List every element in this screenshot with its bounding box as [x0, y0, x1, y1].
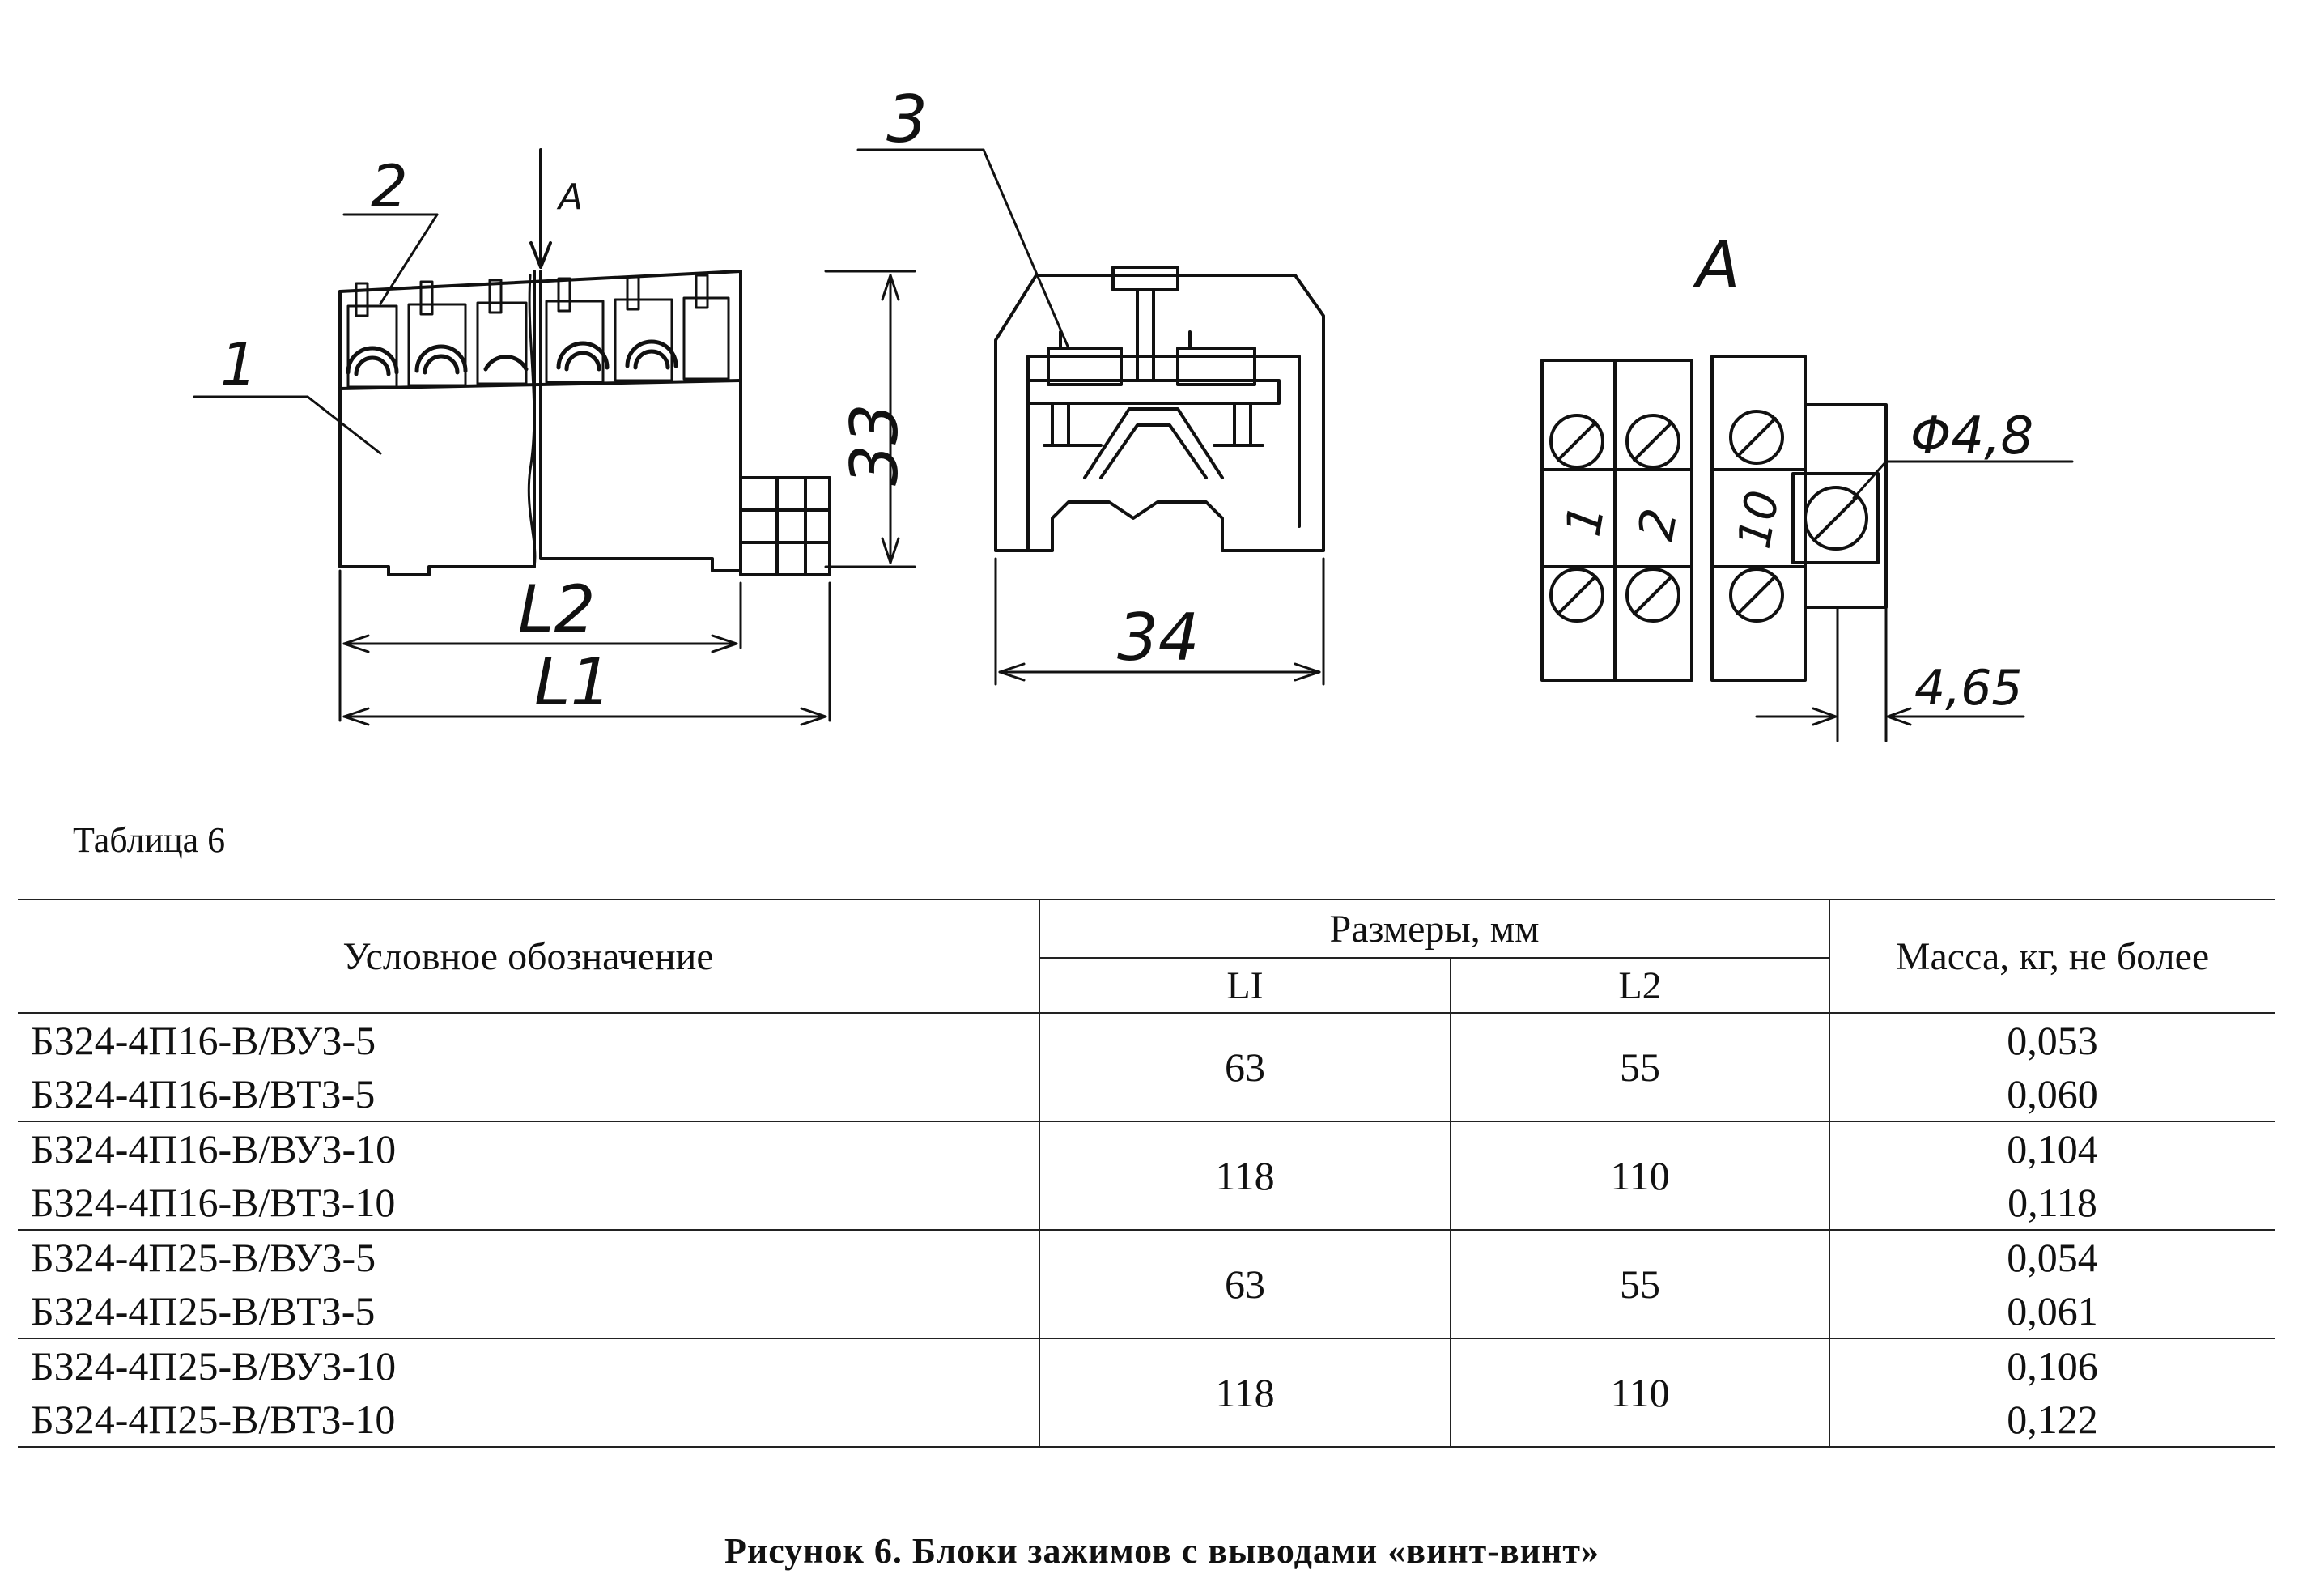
mass-value: 0,060: [2007, 1071, 2098, 1117]
callout-1-label: 1: [220, 330, 257, 398]
view-a-label: A: [1692, 228, 1740, 303]
technical-drawing: 1 2 3 A A 33 L2 L1 34 Φ4,8 4,65 1 2 10: [193, 82, 2074, 742]
side-view: [856, 148, 1325, 686]
terminal-number-10: 10: [1728, 487, 1790, 552]
mass-value: 0,106: [2007, 1343, 2098, 1389]
designation-text: БЗ24-4П16-В/ВУЗ-5: [31, 1018, 376, 1063]
designation-text: БЗ24-4П16-В/ВТЗ-5: [31, 1071, 376, 1117]
terminal-number-1: 1: [1555, 500, 1617, 541]
mass-cell: 0,054 0,061: [1829, 1229, 2275, 1339]
header-l2: L2: [1450, 957, 1829, 1014]
l2-cell: 110: [1450, 1338, 1830, 1448]
terminal-compartments: [346, 274, 730, 389]
header-l1: LI: [1039, 957, 1451, 1014]
l2-cell: 110: [1450, 1121, 1830, 1231]
dimension-hole-label: Φ4,8: [1910, 406, 2033, 466]
table-caption: Таблица 6: [73, 820, 226, 860]
header-designation: Условное обозначение: [18, 899, 1040, 1014]
designation-cell: БЗ24-4П16-В/ВУЗ-5 БЗ24-4П16-В/ВТЗ-5: [18, 1012, 1040, 1122]
designation-cell: БЗ24-4П16-В/ВУЗ-10 БЗ24-4П16-В/ВТЗ-10: [18, 1121, 1040, 1231]
front-view: [193, 148, 916, 726]
terminal-number-2: 2: [1628, 504, 1689, 545]
table-row: БЗ24-4П16-В/ВУЗ-5 БЗ24-4П16-В/ВТЗ-5 63 5…: [18, 1012, 2275, 1122]
dimension-width-label: 34: [1117, 600, 1200, 675]
mass-value: 0,104: [2007, 1126, 2098, 1172]
mass-value: 0,054: [2007, 1235, 2098, 1280]
dimension-l1-label: L1: [534, 644, 611, 720]
table-row: БЗ24-4П16-В/ВУЗ-10 БЗ24-4П16-В/ВТЗ-10 11…: [18, 1121, 2275, 1231]
view-a: [1540, 355, 2074, 742]
mass-value: 0,118: [2007, 1180, 2097, 1225]
l1-cell: 63: [1039, 1012, 1451, 1122]
designation-text: БЗ24-4П25-В/ВТЗ-10: [31, 1397, 396, 1442]
figure-caption: Рисунок 6. Блоки зажимов с выводами «вин…: [724, 1531, 1600, 1571]
designation-cell: БЗ24-4П25-В/ВУЗ-5 БЗ24-4П25-В/ВТЗ-5: [18, 1229, 1040, 1339]
designation-cell: БЗ24-4П25-В/ВУЗ-10 БЗ24-4П25-В/ВТЗ-10: [18, 1338, 1040, 1448]
mass-value: 0,061: [2007, 1288, 2098, 1334]
table-row: БЗ24-4П25-В/ВУЗ-5 БЗ24-4П25-В/ВТЗ-5 63 5…: [18, 1229, 2275, 1339]
dimension-offset-label: 4,65: [1914, 660, 2023, 717]
l2-cell: 55: [1450, 1229, 1830, 1339]
callout-2-label: 2: [371, 152, 408, 220]
screw-heads-front: [346, 339, 678, 376]
l1-cell: 118: [1039, 1121, 1451, 1231]
mass-value: 0,053: [2007, 1018, 2098, 1063]
designation-text: БЗ24-4П25-В/ВУЗ-10: [31, 1343, 397, 1389]
designation-text: БЗ24-4П16-В/ВУЗ-10: [31, 1126, 397, 1172]
l1-cell: 118: [1039, 1338, 1451, 1448]
header-mass: Масса, кг, не более: [1829, 899, 2275, 1014]
table-row: БЗ24-4П25-В/ВУЗ-10 БЗ24-4П25-В/ВТЗ-10 11…: [18, 1338, 2275, 1448]
dimension-l2-label: L2: [518, 572, 595, 647]
dimension-height-label: 33: [837, 403, 912, 486]
designation-text: БЗ24-4П16-В/ВТЗ-10: [31, 1180, 396, 1225]
screw-heads-view-a: [1549, 410, 1868, 623]
header-dimensions: Размеры, мм: [1039, 899, 1830, 959]
l1-cell: 63: [1039, 1229, 1451, 1339]
designation-text: БЗ24-4П25-В/ВТЗ-5: [31, 1288, 376, 1334]
l2-cell: 55: [1450, 1012, 1830, 1122]
mass-cell: 0,104 0,118: [1829, 1121, 2275, 1231]
designation-text: БЗ24-4П25-В/ВУЗ-5: [31, 1235, 376, 1280]
mass-value: 0,122: [2007, 1397, 2098, 1442]
view-arrow-label: A: [556, 177, 583, 218]
callout-3-label: 3: [886, 82, 928, 157]
specification-table: Условное обозначение Размеры, мм Масса, …: [18, 899, 2275, 1448]
mass-cell: 0,053 0,060: [1829, 1012, 2275, 1122]
mass-cell: 0,106 0,122: [1829, 1338, 2275, 1448]
